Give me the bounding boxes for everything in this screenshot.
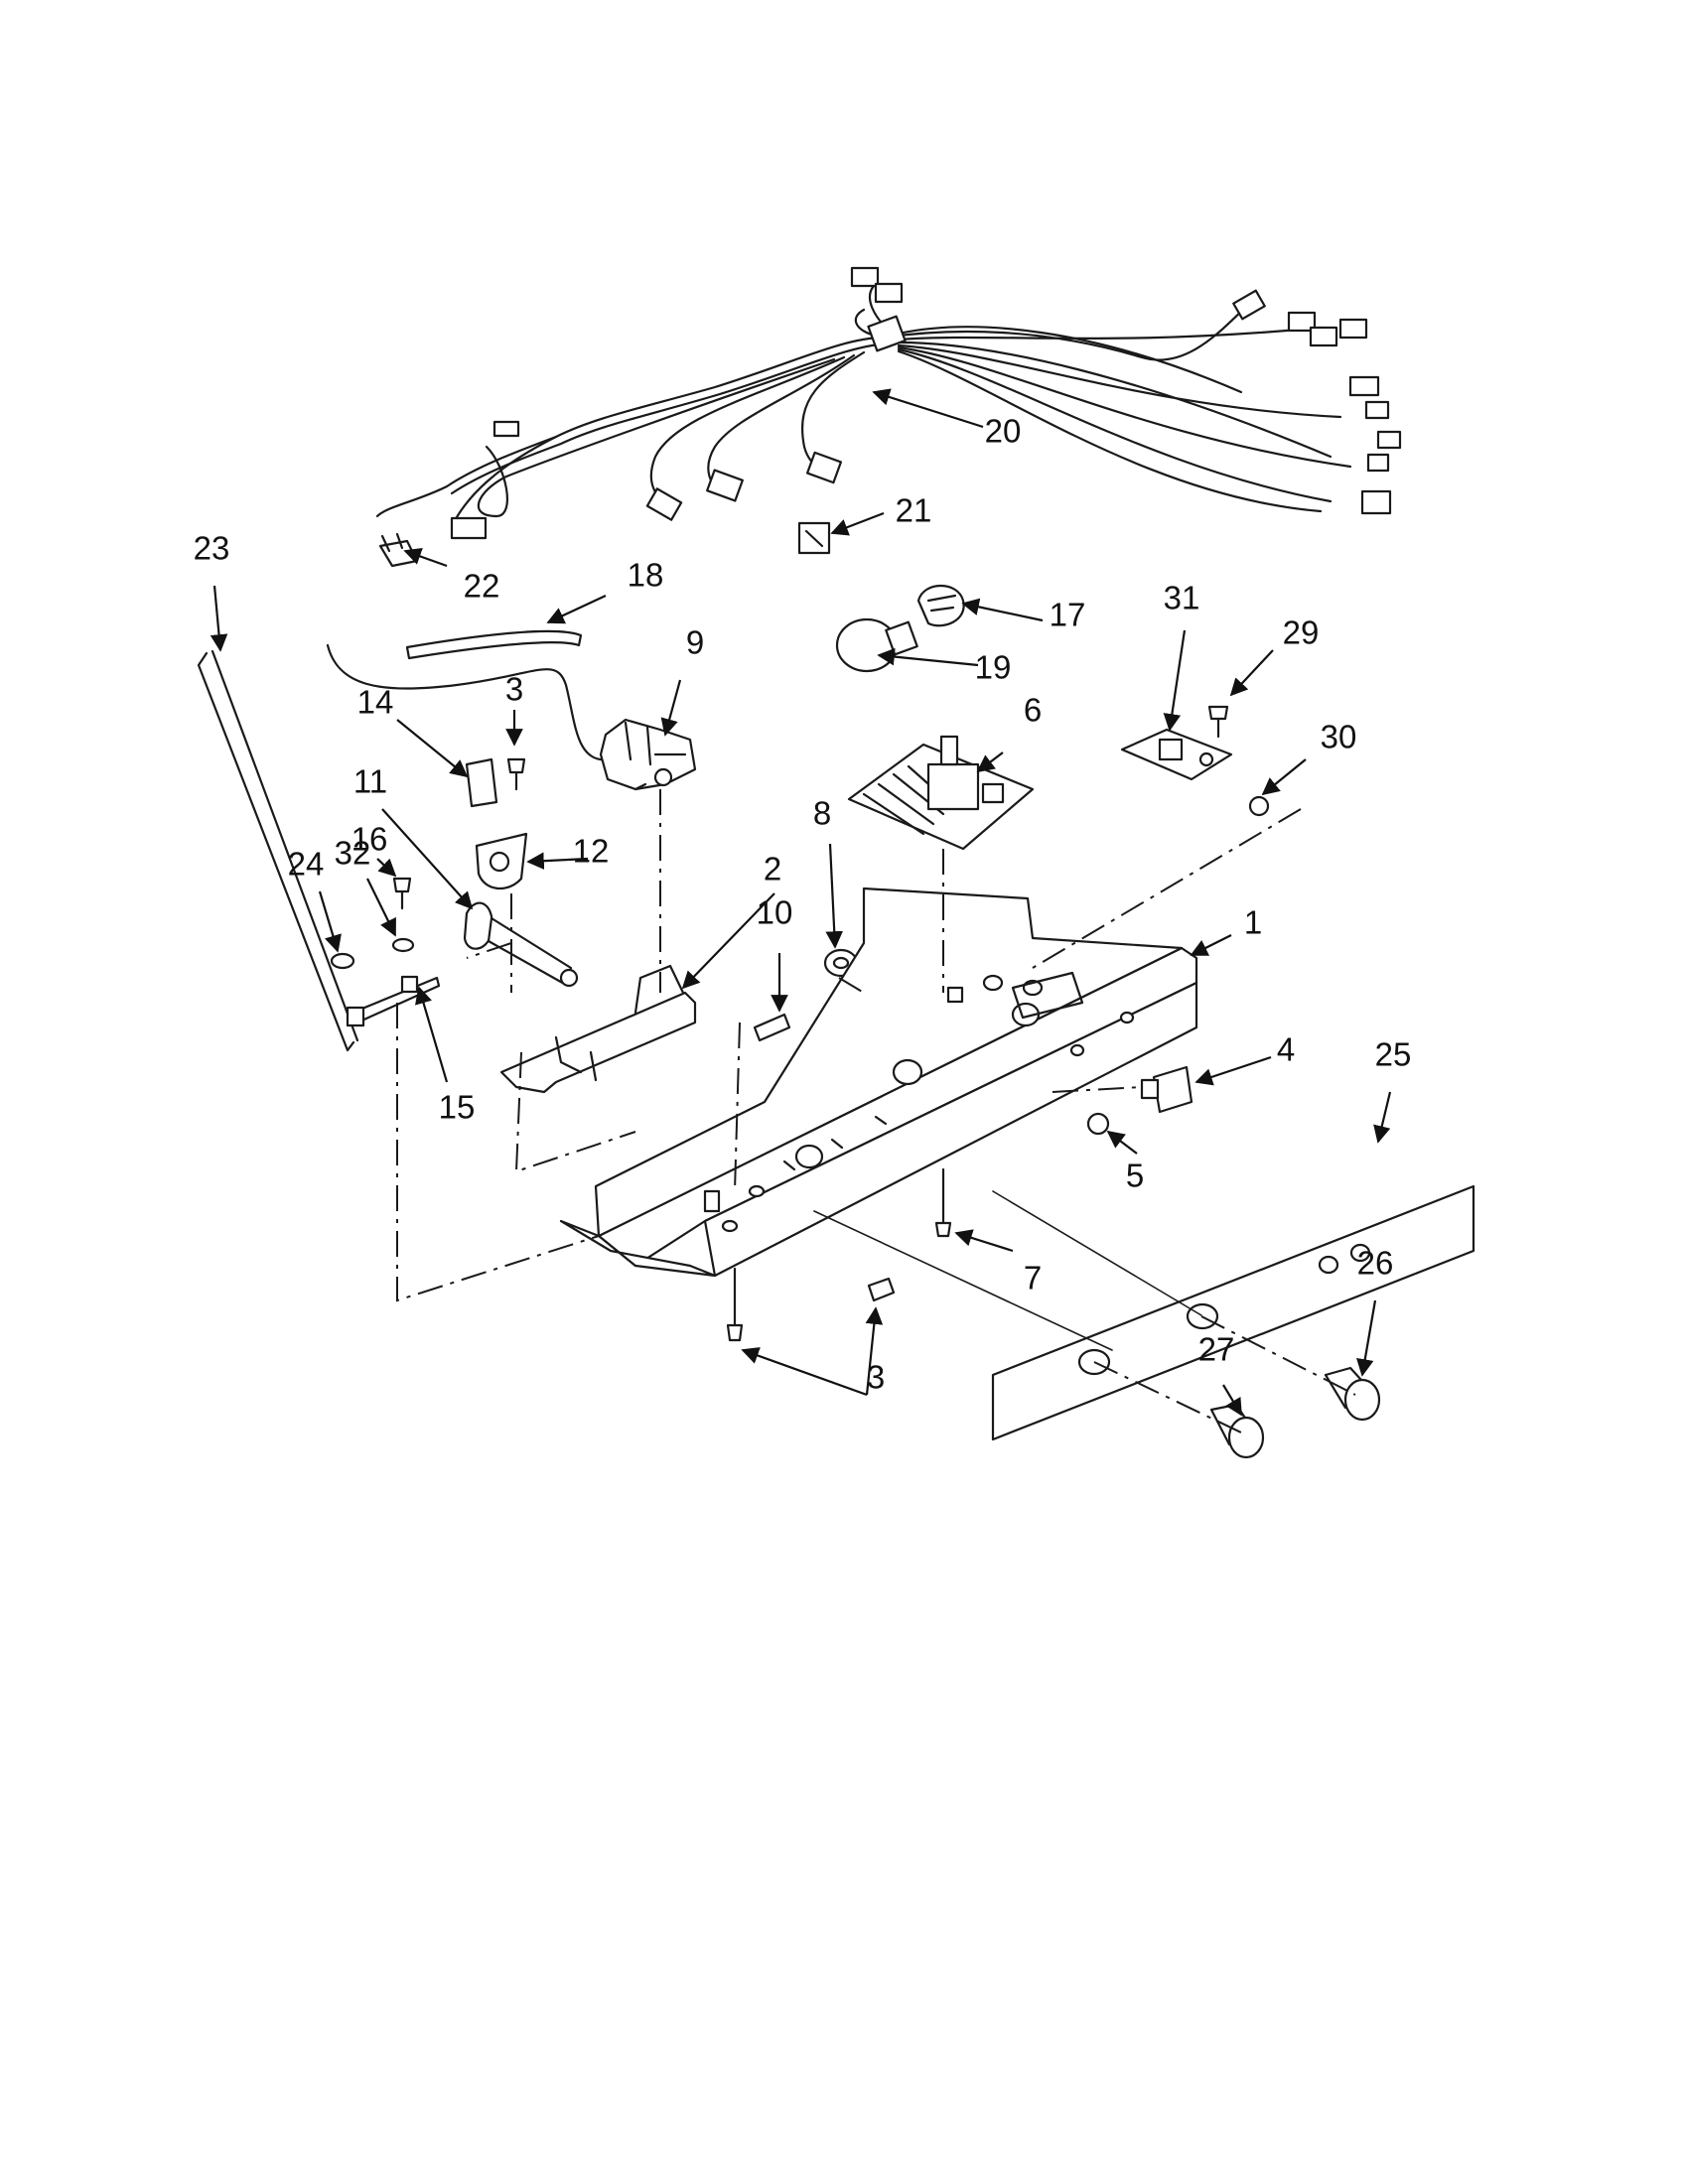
capillary-tube xyxy=(326,643,613,761)
control-rod xyxy=(197,649,359,1052)
thermostat xyxy=(599,718,697,791)
callout-1: 1 xyxy=(1244,904,1262,941)
callout-22: 22 xyxy=(464,568,500,605)
screw-3-bottom xyxy=(726,1267,744,1342)
screw-3-top xyxy=(506,757,526,791)
callout-20: 20 xyxy=(985,413,1022,450)
screw-3-right xyxy=(867,1277,896,1302)
callout-10: 10 xyxy=(757,894,793,931)
foam-tube xyxy=(405,629,583,660)
control-board xyxy=(847,735,1035,851)
clip-14 xyxy=(465,757,498,808)
knob-27 xyxy=(1209,1403,1265,1459)
button-5 xyxy=(1086,1112,1110,1136)
callout-4: 4 xyxy=(1277,1031,1295,1068)
washer-32 xyxy=(391,937,415,953)
wire-harness xyxy=(375,266,1402,540)
callout-24: 24 xyxy=(288,846,325,883)
knob-shaft xyxy=(463,901,579,988)
clip-30 xyxy=(1248,795,1270,817)
callout-15: 15 xyxy=(439,1089,476,1126)
callout-23: 23 xyxy=(194,530,230,567)
harness-retainer xyxy=(378,532,419,568)
control-housing xyxy=(559,887,1198,1278)
callout-labels: 1 2 3 3 4 5 6 7 8 9 10 11 12 14 15 16 17… xyxy=(194,413,1412,1396)
callout-26: 26 xyxy=(1357,1245,1394,1282)
callout-3a: 3 xyxy=(505,671,523,708)
callout-14: 14 xyxy=(357,684,394,721)
callout-11: 11 xyxy=(353,763,387,800)
callout-29: 29 xyxy=(1283,614,1320,651)
callout-6: 6 xyxy=(1024,692,1042,729)
screw-16 xyxy=(392,877,412,910)
lamp-bulb xyxy=(835,617,918,673)
bracket-12 xyxy=(475,832,528,889)
washer-24 xyxy=(330,952,355,970)
callout-25: 25 xyxy=(1375,1036,1412,1073)
callout-18: 18 xyxy=(628,557,664,594)
light-switch xyxy=(1140,1065,1193,1114)
crank-arm xyxy=(346,975,441,1027)
callout-3b: 3 xyxy=(867,1359,885,1396)
callout-19: 19 xyxy=(975,649,1012,686)
callout-16: 16 xyxy=(351,821,388,858)
callout-8: 8 xyxy=(813,795,831,832)
leader-lines xyxy=(210,388,1392,1417)
bracket xyxy=(1120,728,1233,781)
callout-27: 27 xyxy=(1198,1331,1235,1368)
callout-17: 17 xyxy=(1050,597,1086,633)
screw-7 xyxy=(934,1167,952,1238)
callout-32: 32 xyxy=(335,835,371,872)
assembly-lines xyxy=(396,789,1356,1433)
knob-26 xyxy=(1324,1366,1381,1422)
lamp-socket xyxy=(916,585,965,627)
callout-31: 31 xyxy=(1164,580,1200,616)
screw-29 xyxy=(1207,705,1229,739)
callout-30: 30 xyxy=(1321,719,1357,755)
mounting-bracket xyxy=(499,964,697,1094)
callout-21: 21 xyxy=(896,492,932,529)
callout-5: 5 xyxy=(1126,1158,1144,1194)
callout-2: 2 xyxy=(764,851,781,887)
callout-9: 9 xyxy=(686,624,704,661)
callout-12: 12 xyxy=(573,833,610,870)
screw-10 xyxy=(753,1013,791,1042)
wire-clip xyxy=(797,521,831,555)
front-panel xyxy=(991,1184,1475,1441)
callout-7: 7 xyxy=(1024,1260,1042,1297)
